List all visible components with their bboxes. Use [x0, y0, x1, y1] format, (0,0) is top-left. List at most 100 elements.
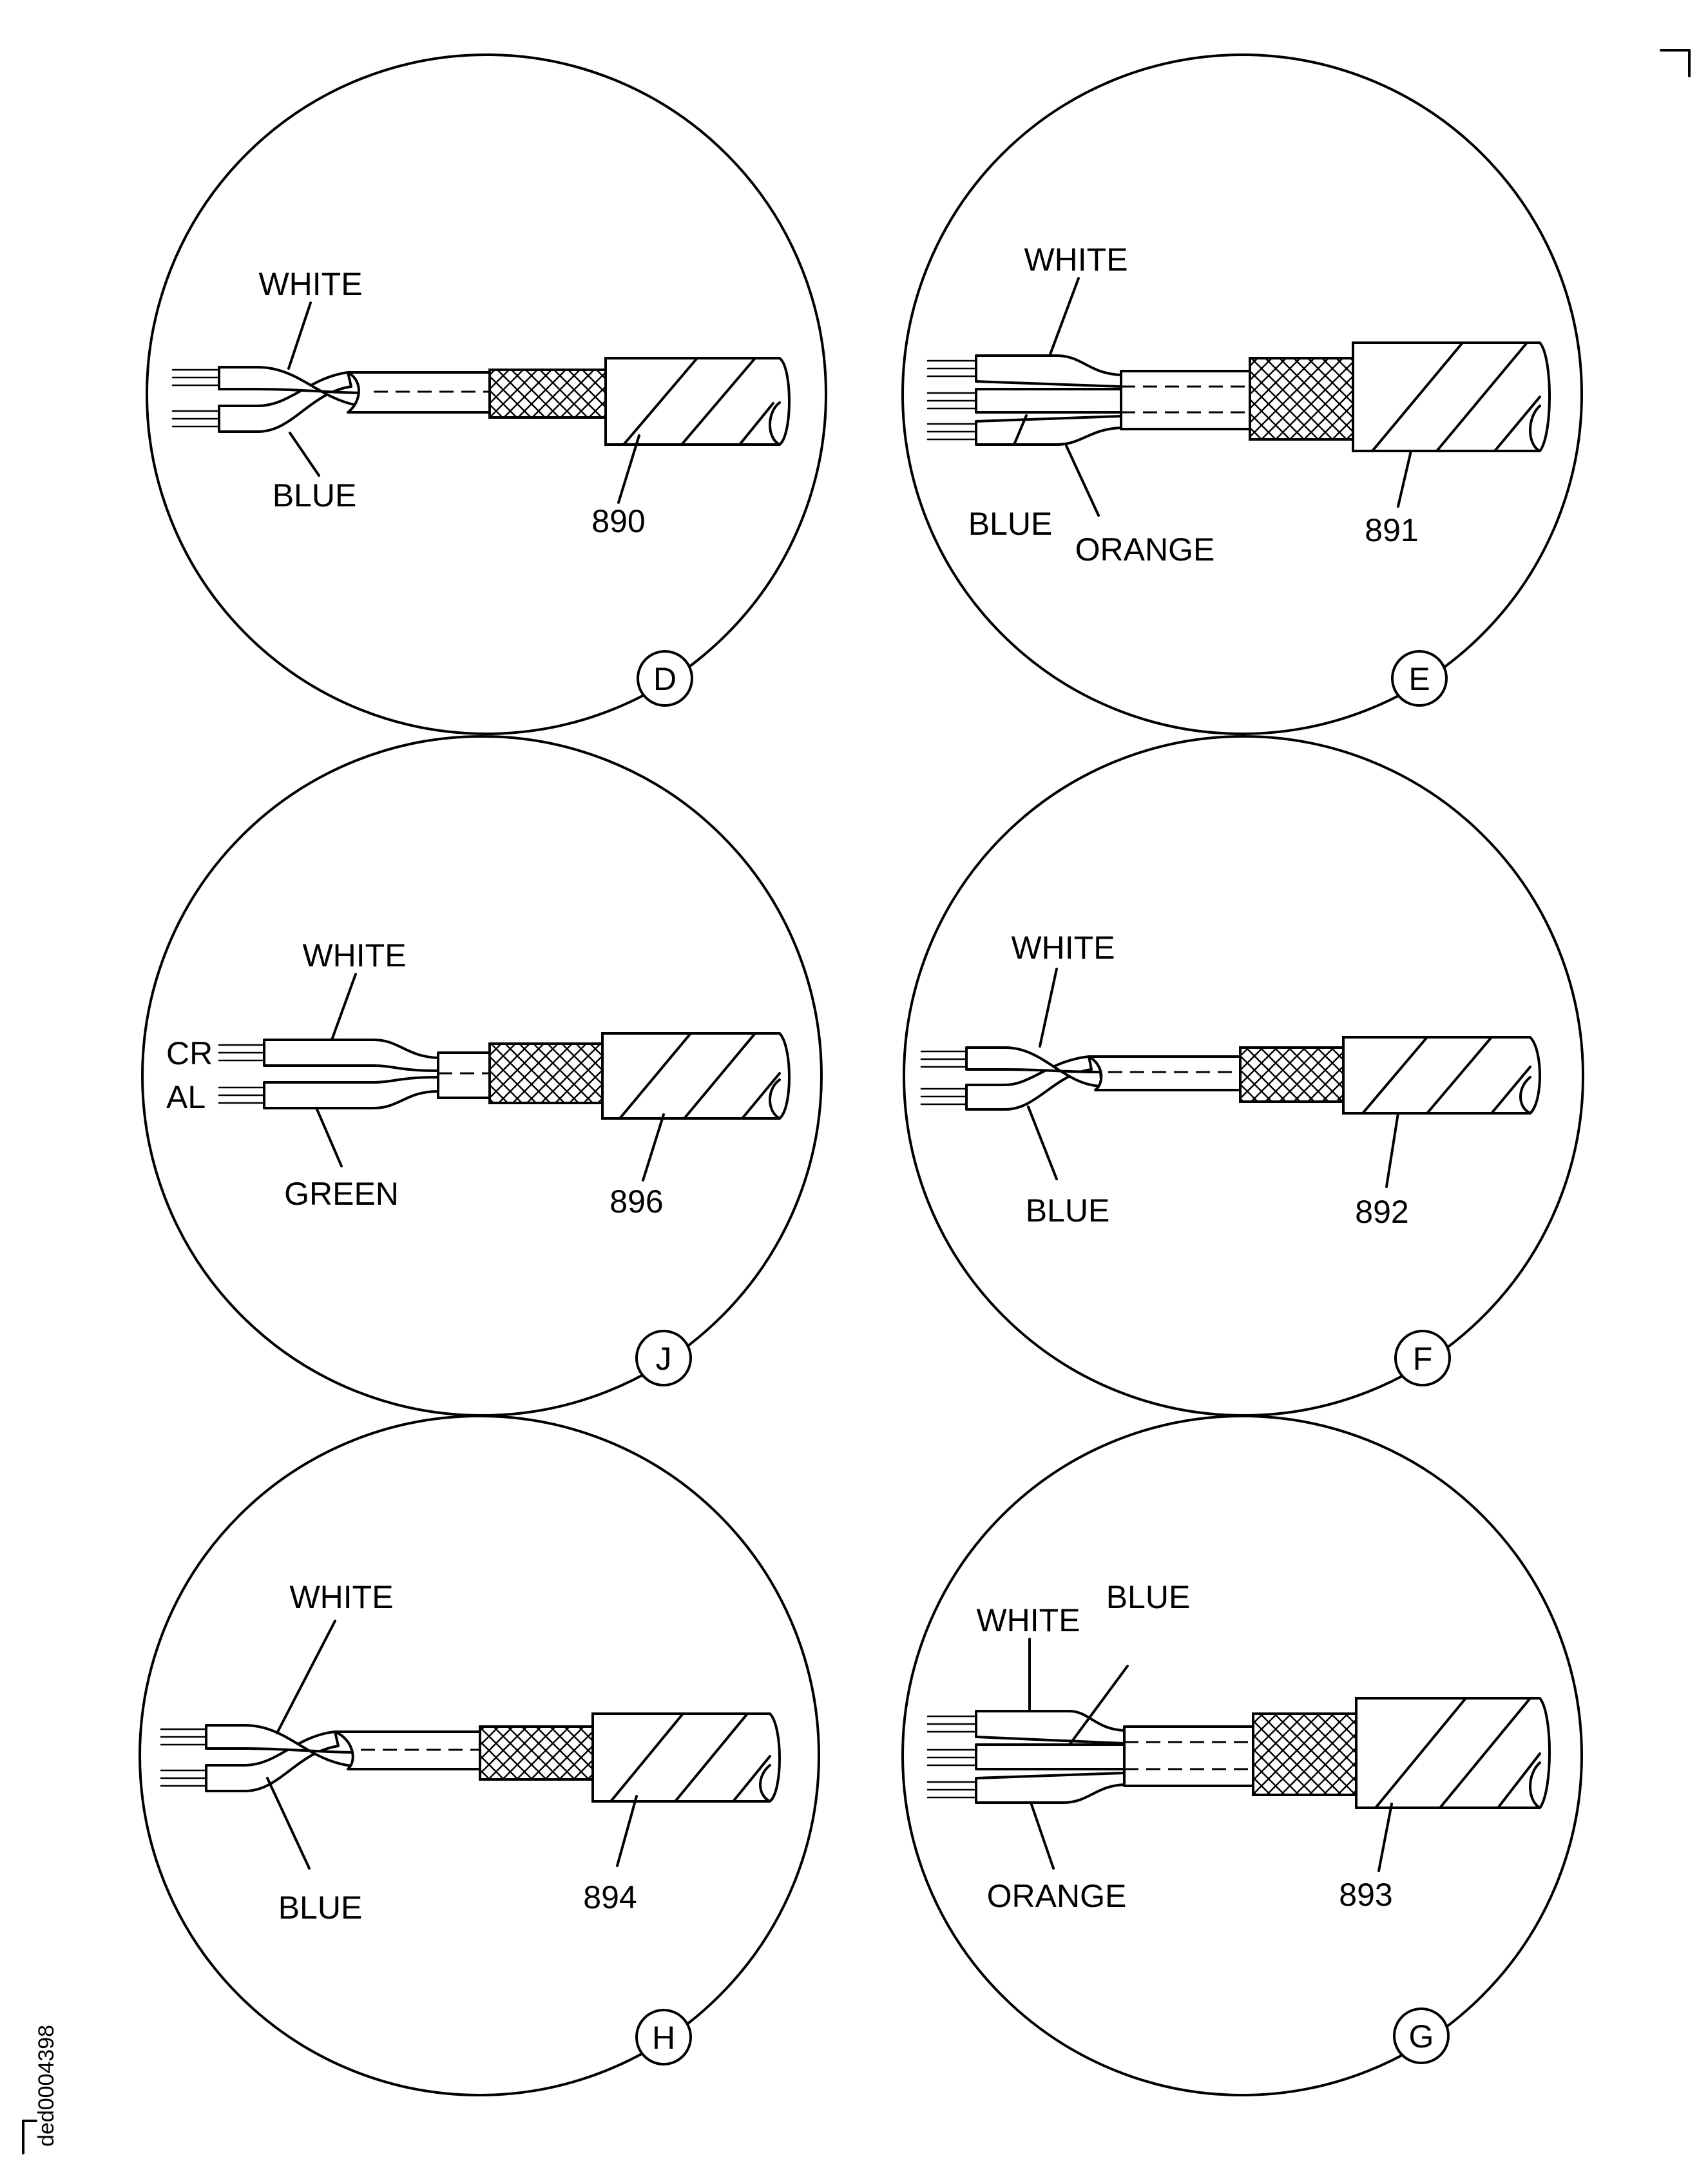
label-blue: BLUE [273, 477, 357, 513]
corner-code-text: ded0004398 [34, 2025, 59, 2147]
label-blue: BLUE [968, 506, 1053, 542]
detail-letter: F [1413, 1341, 1433, 1377]
braided-shield [1239, 1046, 1345, 1103]
cable-drawing [218, 1032, 791, 1120]
braided-shield [488, 369, 607, 419]
detail-letter-badge [635, 2009, 692, 2065]
cable-drawing [926, 341, 1551, 452]
wire-blue [975, 1743, 1126, 1770]
wire-strands [218, 1044, 265, 1104]
label-white: WHITE [976, 1602, 1080, 1638]
wire-blue-twisted [218, 371, 352, 433]
part-number: 891 [1365, 512, 1418, 548]
inner-jacket [1088, 1055, 1242, 1091]
panel-outline [146, 53, 827, 735]
leader-white [276, 1620, 336, 1734]
wire-strands-lower [920, 1088, 968, 1106]
detail-letter: D [653, 661, 676, 697]
label-white: WHITE [1011, 930, 1115, 966]
cable-end-cut [1529, 405, 1541, 452]
leader-white [1049, 277, 1080, 356]
leader-white [287, 302, 312, 370]
leader-part-number [642, 1113, 665, 1182]
cable-end-cut [769, 401, 781, 446]
detail-panel-D: D WHITE BLUE 890 [146, 53, 827, 735]
inner-jacket [1123, 1725, 1254, 1787]
wire-orange [975, 415, 1122, 446]
braided-shield [1249, 357, 1354, 441]
label-white: WHITE [289, 1579, 393, 1615]
part-number: 890 [591, 503, 645, 539]
detail-letter: J [656, 1341, 672, 1377]
detail-panel-H: H WHITE BLUE 894 [139, 1415, 820, 2096]
detail-letter-badge [637, 650, 693, 707]
corner-crop-mark-top-right [1660, 49, 1691, 77]
cable-end-cut [1529, 1761, 1541, 1809]
leader-blue [1013, 414, 1028, 446]
label-blue: BLUE [1026, 1193, 1110, 1229]
outer-jacket-hatch [1374, 1697, 1541, 1809]
braided-shield [479, 1725, 594, 1781]
leader-orange [1030, 1801, 1055, 1870]
panel-outline [901, 53, 1583, 735]
leader-part-number [616, 1795, 638, 1867]
outer-jacket-hatch [619, 1032, 781, 1120]
wire-blue-twisted [205, 1730, 340, 1792]
leader-orange [1065, 445, 1100, 517]
wire-strands [926, 359, 977, 441]
label-orange: ORANGE [1075, 532, 1215, 568]
wire-strands-lower [160, 1769, 207, 1787]
detail-letter: E [1408, 661, 1430, 697]
wire-orange [975, 1772, 1126, 1804]
braided-shield [488, 1042, 604, 1104]
wire-white [263, 1039, 439, 1072]
leader-part-number [1385, 1112, 1399, 1188]
label-cr: CR [166, 1035, 213, 1071]
leader-blue [1027, 1106, 1058, 1180]
wire-white [975, 354, 1122, 388]
detail-letter: H [652, 2020, 675, 2056]
outer-jacket-hatch [1361, 1036, 1531, 1115]
wire-strands-lower [171, 410, 220, 428]
wire-strands-upper [920, 1050, 968, 1068]
detail-panel-F: F WHITE BLUE 892 [903, 735, 1584, 1417]
label-white: WHITE [258, 266, 362, 302]
label-orange: ORANGE [987, 1878, 1127, 1914]
part-number: 893 [1339, 1877, 1392, 1913]
label-blue: BLUE [278, 1890, 363, 1926]
leader-part-number [1377, 1803, 1393, 1872]
part-number: 896 [609, 1183, 663, 1220]
cable-end-cut [1519, 1076, 1531, 1115]
leader-blue [289, 432, 320, 477]
cable-end-cut [759, 1764, 771, 1803]
part-number: 892 [1355, 1194, 1408, 1230]
detail-letter: G [1409, 2018, 1434, 2055]
cable-drawing [920, 1036, 1541, 1115]
detail-panel-J: J WHITE CR AL GREEN 896 [141, 735, 823, 1417]
detail-letter-badge [635, 1330, 692, 1386]
cable-end-cut [769, 1078, 781, 1120]
leader-blue [1068, 1665, 1129, 1746]
detail-letter-badge [1394, 1330, 1451, 1386]
detail-letter-badge [1393, 2007, 1450, 2064]
wire-blue [975, 388, 1122, 414]
leader-part-number [617, 434, 640, 504]
part-number: 894 [583, 1879, 637, 1915]
wire-strands-upper [160, 1728, 207, 1746]
inner-jacket [1120, 370, 1251, 430]
cable-drawing [926, 1697, 1551, 1809]
label-white: WHITE [302, 937, 406, 973]
wire-strands-upper [171, 369, 220, 387]
corner-code: ded0004398 [22, 2025, 59, 2154]
leader-part-number [1397, 450, 1412, 508]
wire-green [263, 1076, 439, 1109]
cable-drawing [171, 357, 791, 446]
label-white: WHITE [1024, 242, 1127, 278]
wire-strands [926, 1715, 977, 1799]
wire-white [975, 1710, 1126, 1745]
detail-letter-badge [1391, 650, 1448, 707]
leader-blue [266, 1777, 311, 1870]
leader-green [316, 1108, 343, 1167]
panel-outline [901, 1415, 1583, 2096]
inner-jacket [437, 1051, 491, 1099]
